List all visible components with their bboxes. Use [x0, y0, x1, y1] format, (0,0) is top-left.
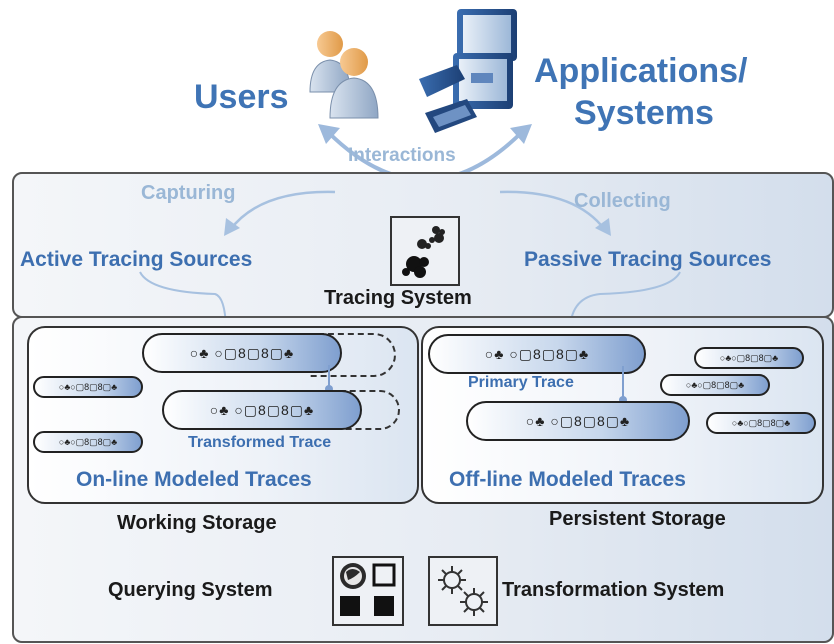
querying-system-icon	[332, 556, 404, 626]
passive-tracing-sources-label: Passive Tracing Sources	[524, 248, 772, 271]
tracing-system-icon	[390, 216, 460, 286]
online-modeled-traces-title: On-line Modeled Traces	[76, 468, 312, 491]
offline-small-trace-2: ○♣○▢8▢8▢♣	[660, 374, 770, 396]
users-icon	[309, 31, 379, 119]
active-tracing-sources-label: Active Tracing Sources	[20, 248, 253, 271]
primary-trace-label: Primary Trace	[468, 374, 574, 391]
collecting-label: Collecting	[574, 190, 671, 212]
offline-small-trace-1: ○♣○▢8▢8▢♣	[694, 347, 804, 369]
users-label: Users	[194, 78, 289, 116]
applications-label-line1: Applications/	[534, 52, 748, 90]
transformed-trace-label: Transformed Trace	[188, 434, 332, 451]
tracing-system-label: Tracing System	[324, 287, 472, 309]
interactions-label: Interactions	[348, 145, 456, 166]
primary-trace-connector	[619, 366, 627, 404]
capturing-label: Capturing	[141, 182, 236, 204]
querying-system-label: Querying System	[108, 579, 273, 601]
transformation-system-label: Transformation System	[502, 579, 725, 601]
working-storage-label: Working Storage	[117, 512, 277, 534]
online-trace-main: ○♣ ○▢8▢8▢♣	[142, 333, 342, 373]
online-small-trace-1: ○♣○▢8▢8▢♣	[33, 376, 143, 398]
applications-label-line2: Systems	[574, 94, 714, 132]
offline-modeled-traces-title: Off-line Modeled Traces	[449, 468, 686, 491]
offline-trace-secondary: ○♣ ○▢8▢8▢♣	[466, 401, 690, 441]
transformed-trace: ○♣ ○▢8▢8▢♣	[162, 390, 362, 430]
primary-trace: ○♣ ○▢8▢8▢♣	[428, 334, 646, 374]
transformed-trace-dashed-outline	[330, 390, 400, 430]
persistent-storage-label: Persistent Storage	[549, 508, 726, 530]
transformation-system-icon	[428, 556, 498, 626]
computers-icon	[419, 9, 517, 133]
offline-small-trace-3: ○♣○▢8▢8▢♣	[706, 412, 816, 434]
online-trace-dashed-outline	[308, 333, 396, 377]
online-small-trace-2: ○♣○▢8▢8▢♣	[33, 431, 143, 453]
